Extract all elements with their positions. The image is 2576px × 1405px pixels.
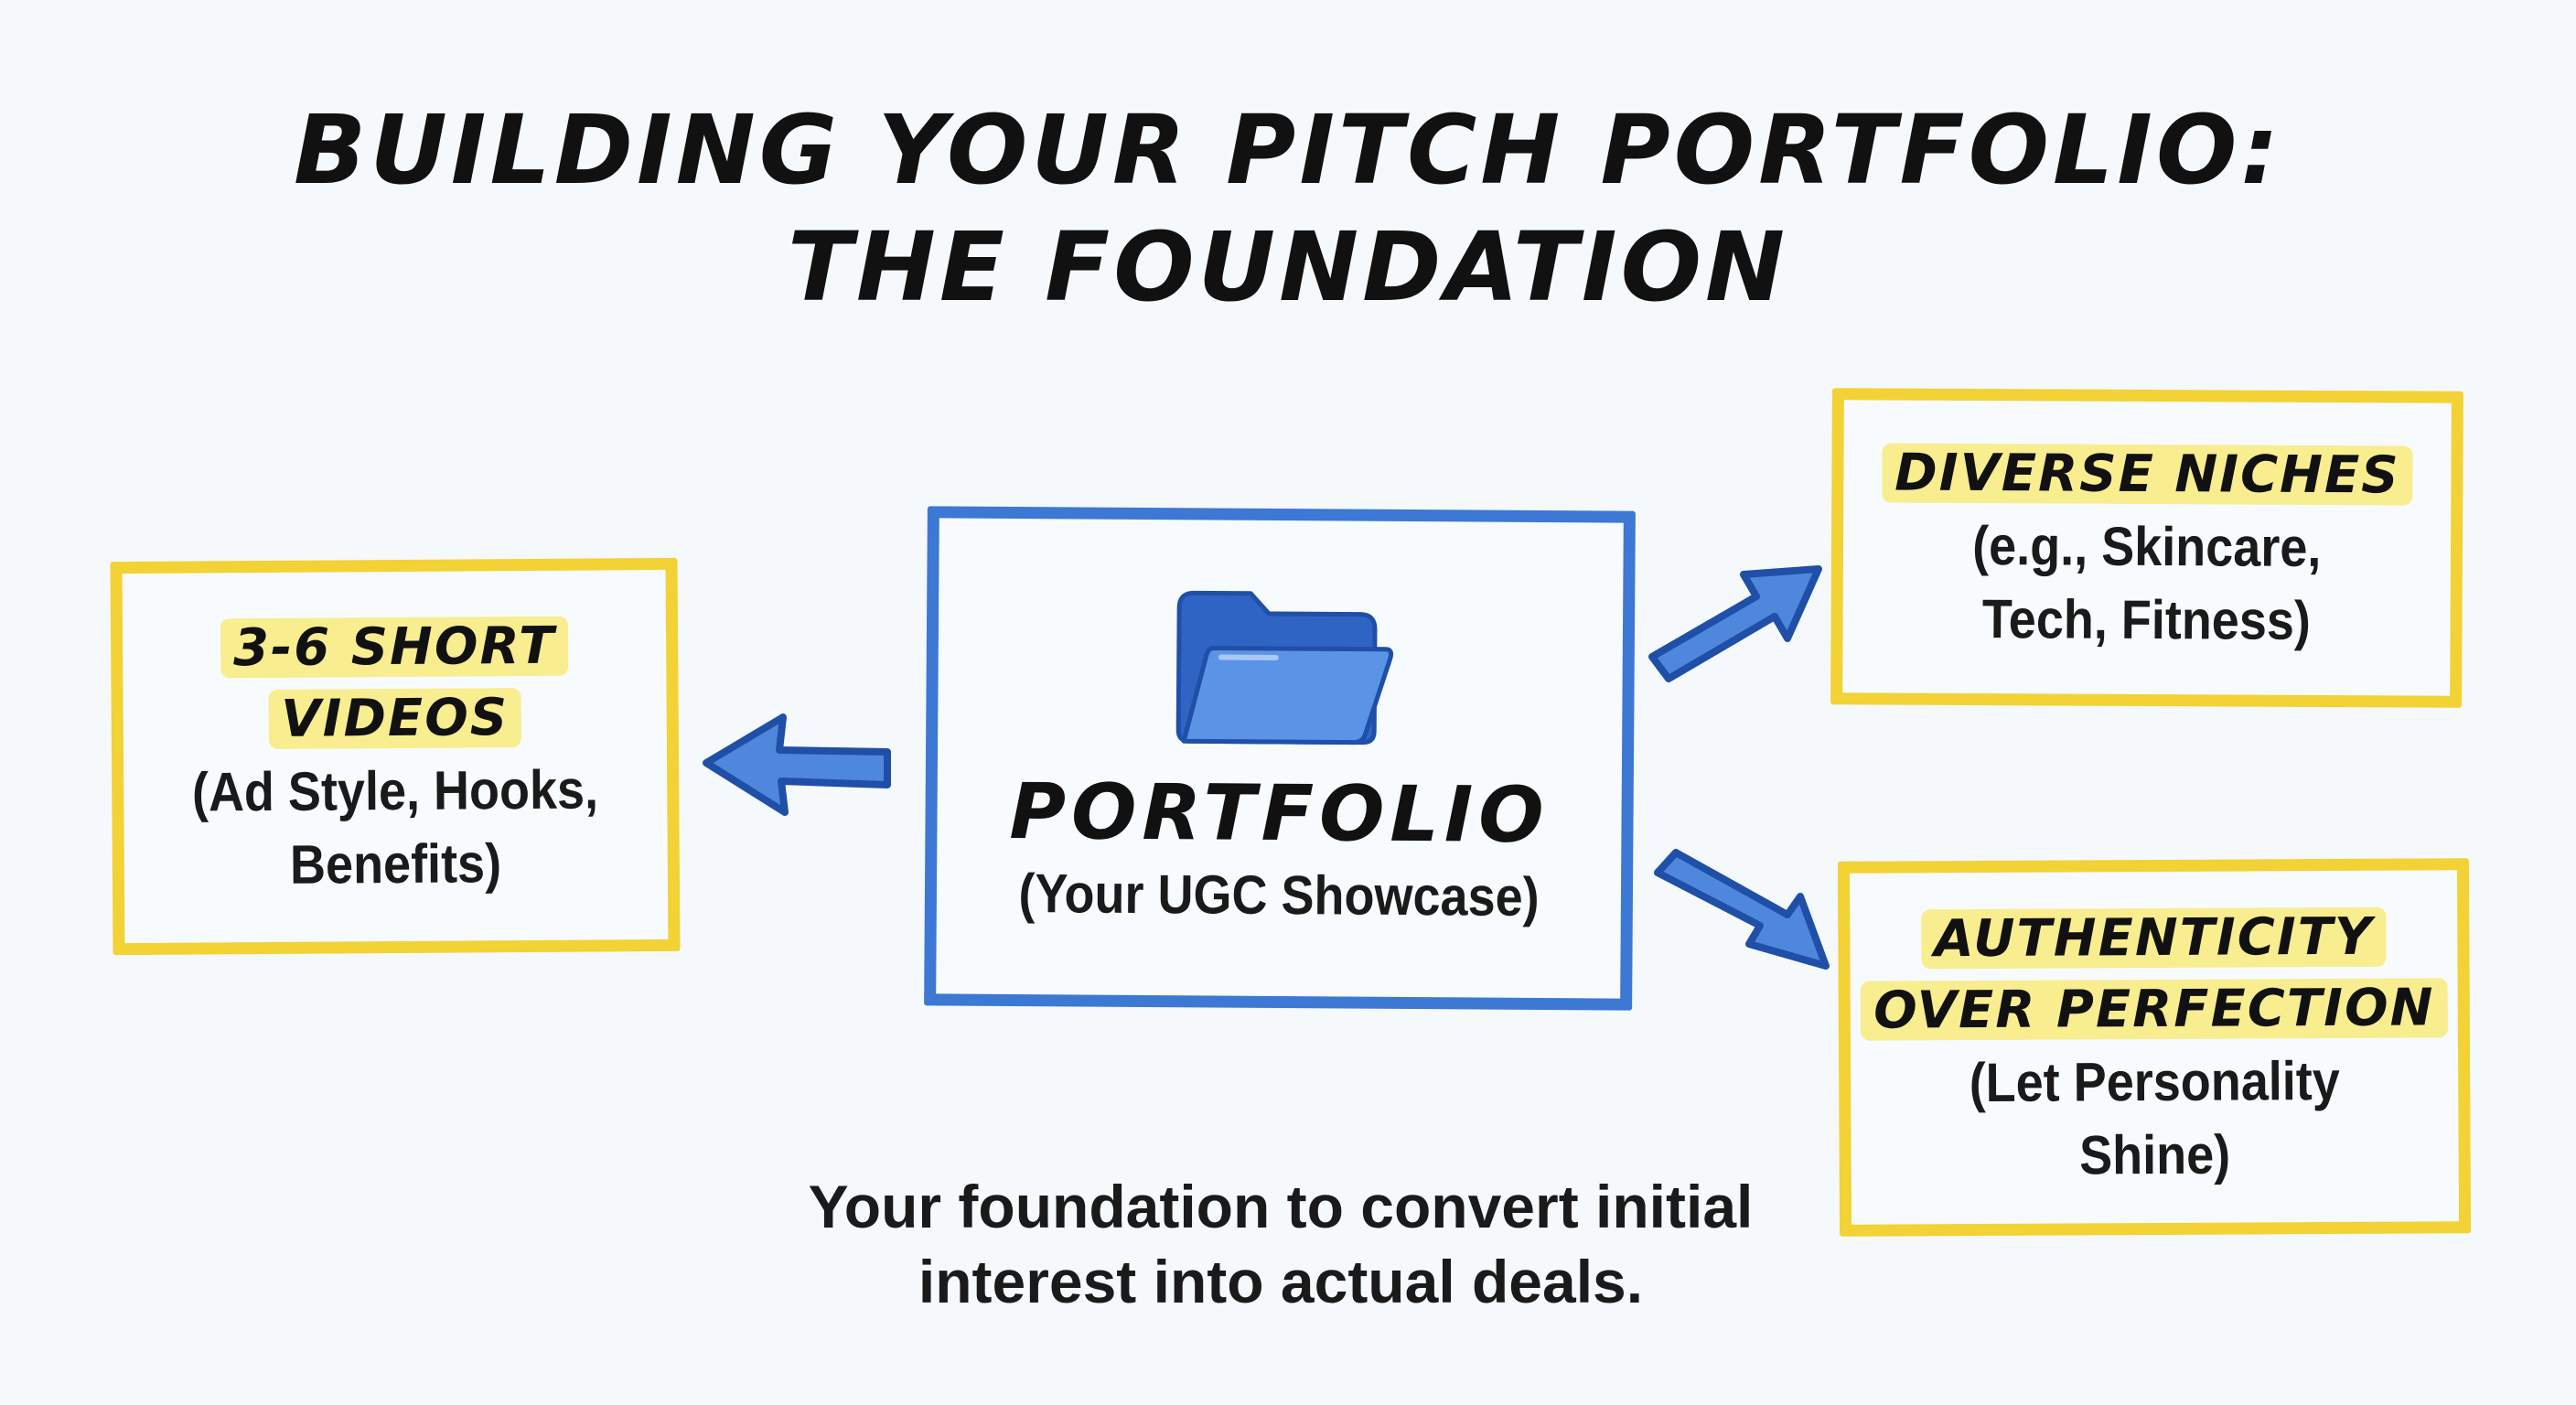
- portfolio-label: PORTFOLIO: [1009, 766, 1550, 861]
- short-videos-detail-line-1: (Ad Style, Hooks,: [191, 758, 599, 823]
- title-line-1: Building your pitch portfolio:: [294, 94, 2282, 206]
- authenticity-heading-line-2: over perfection: [1860, 978, 2448, 1041]
- arrow-left-icon: [703, 713, 891, 816]
- authenticity-box: Authenticity over perfection (Let Person…: [1837, 858, 2472, 1237]
- short-videos-detail: (Ad Style, Hooks, Benefits): [192, 753, 599, 902]
- diverse-niches-detail-line-1: (e.g., Skincare,: [1972, 515, 2322, 578]
- diverse-niches-detail-line-2: Tech, Fitness): [1981, 588, 2312, 651]
- footer-line-1: Your foundation to convert initial: [808, 1173, 1754, 1240]
- short-videos-detail-line-2: Benefits): [290, 832, 502, 896]
- short-videos-box: 3-6 short videos (Ad Style, Hooks, Benef…: [110, 557, 681, 956]
- portfolio-sublabel: (Your UGC Showcase): [1018, 863, 1540, 928]
- footer-caption: Your foundation to convert initial inter…: [759, 1169, 1802, 1319]
- authenticity-heading-line-1: Authenticity: [1921, 906, 2387, 970]
- folder-icon: [1175, 590, 1394, 745]
- short-videos-heading: 3-6 short videos: [220, 611, 569, 756]
- title-line-2: The foundation: [787, 211, 1789, 323]
- short-videos-heading-line-2: videos: [268, 688, 522, 749]
- authenticity-heading: Authenticity over perfection: [1860, 901, 2448, 1046]
- arrow-bottom-right-icon: [1654, 849, 1830, 970]
- diverse-niches-heading: Diverse niches: [1882, 437, 2413, 511]
- short-videos-heading-line-1: 3-6 short: [220, 616, 569, 679]
- arrow-top-right-icon: [1648, 565, 1822, 682]
- portfolio-box: PORTFOLIO (Your UGC Showcase): [924, 506, 1636, 1011]
- diagram-title: Building your pitch portfolio: The found…: [0, 91, 2576, 326]
- diverse-niches-heading-text: Diverse niches: [1882, 443, 2413, 506]
- authenticity-detail-line-1: (Let Personality: [1969, 1049, 2340, 1114]
- footer-line-2: interest into actual deals.: [918, 1248, 1644, 1315]
- authenticity-detail: (Let Personality Shine): [1969, 1045, 2340, 1193]
- diverse-niches-detail: (e.g., Skincare, Tech, Fitness): [1972, 509, 2322, 658]
- diverse-niches-box: Diverse niches (e.g., Skincare, Tech, Fi…: [1830, 388, 2463, 708]
- authenticity-detail-line-2: Shine): [2078, 1123, 2231, 1186]
